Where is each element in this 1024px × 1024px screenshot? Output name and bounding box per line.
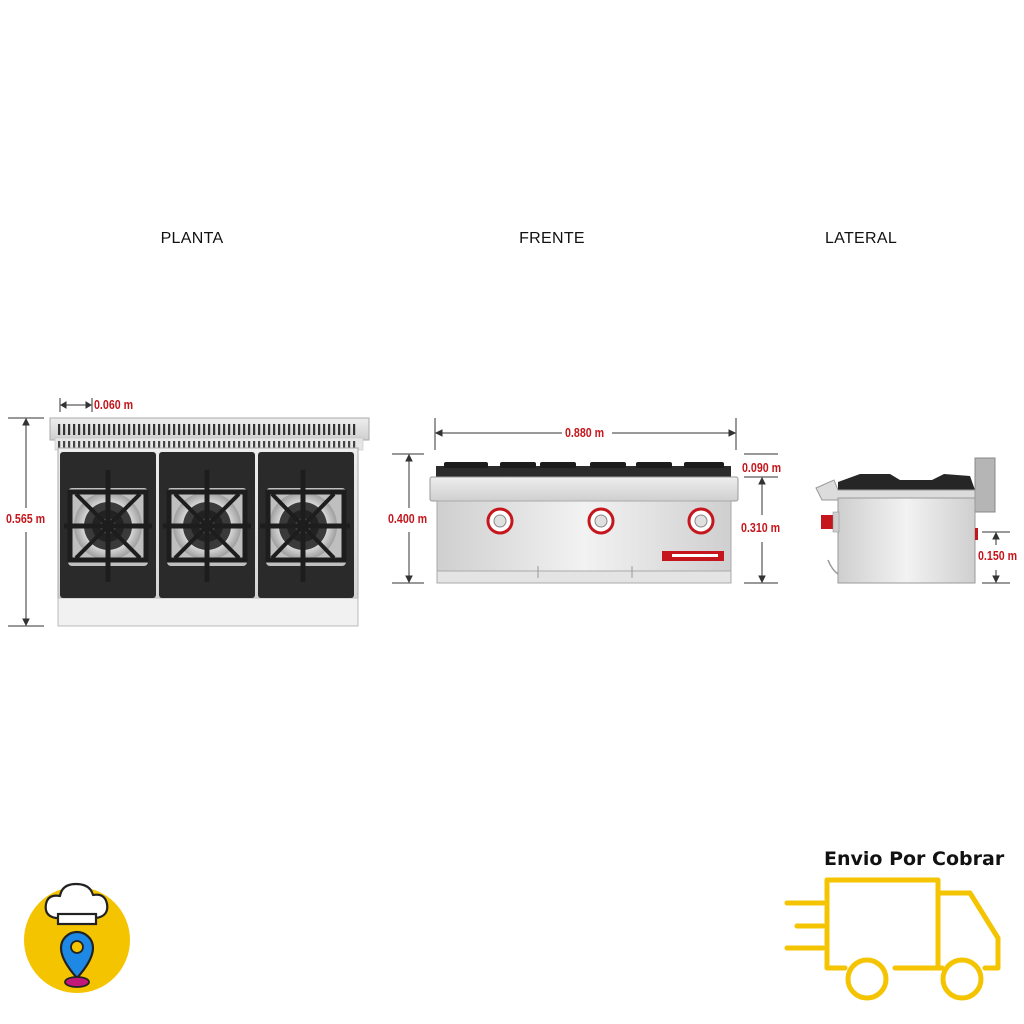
delivery-truck-icon bbox=[784, 877, 1001, 1001]
dim-label-height: 0.400 m bbox=[388, 511, 428, 526]
front-edge bbox=[57, 597, 359, 627]
side-view bbox=[815, 457, 1010, 584]
front-base bbox=[436, 570, 732, 584]
dim-label-body: 0.310 m bbox=[741, 520, 781, 535]
dim-line-grate-body bbox=[744, 453, 778, 584]
chef-hat-location-pin-icon bbox=[24, 882, 130, 993]
rail-vents bbox=[58, 424, 358, 435]
dim-line-height bbox=[392, 453, 424, 584]
dim-line-legs bbox=[982, 531, 1010, 584]
plan-view bbox=[8, 398, 370, 627]
burner-2 bbox=[163, 470, 251, 582]
dim-label-rail: 0.060 m bbox=[94, 397, 134, 412]
dim-line-rail bbox=[59, 398, 93, 412]
dim-label-depth: 0.565 m bbox=[6, 511, 46, 526]
side-body bbox=[837, 497, 976, 584]
front-view-title: FRENTE bbox=[519, 230, 585, 247]
plan-view-title: PLANTA bbox=[160, 230, 224, 247]
dim-label-width: 0.880 m bbox=[565, 425, 605, 440]
burner-1 bbox=[64, 470, 152, 582]
front-view bbox=[392, 418, 778, 584]
front-grates bbox=[436, 466, 731, 478]
shipping-label: Envio Por Cobrar bbox=[824, 848, 1005, 870]
side-backsplash bbox=[974, 457, 996, 513]
knob-3 bbox=[687, 507, 715, 535]
knob-2 bbox=[587, 507, 615, 535]
knob-1 bbox=[486, 507, 514, 535]
side-grates bbox=[838, 474, 975, 490]
burner-3 bbox=[260, 470, 350, 582]
side-view-title: LATERAL bbox=[824, 230, 898, 247]
dim-line-depth bbox=[8, 417, 44, 627]
side-knob bbox=[821, 515, 833, 529]
front-top-lip bbox=[429, 476, 739, 502]
dim-label-grate: 0.090 m bbox=[742, 460, 782, 475]
dim-line-width bbox=[434, 418, 737, 450]
dim-label-legs: 0.150 m bbox=[978, 548, 1018, 563]
